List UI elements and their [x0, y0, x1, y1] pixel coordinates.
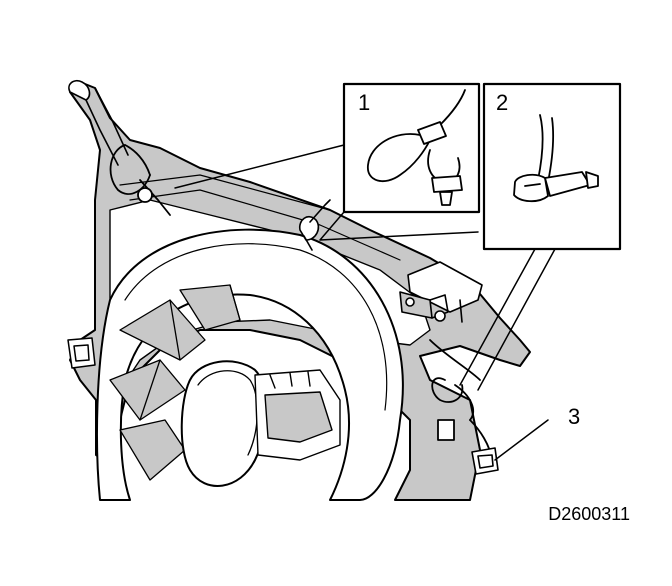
hanger-arm	[68, 79, 129, 166]
detail-box-1	[342, 82, 481, 214]
leader-box2-to-right-clip	[459, 248, 536, 386]
left-bracket	[67, 337, 96, 369]
fan-ring	[96, 228, 404, 501]
leader-box1-to-centre-clip	[319, 211, 479, 241]
detail-2-clip-drawing	[513, 114, 599, 203]
leader-box1-to-left-clip	[174, 144, 345, 189]
fan-hub	[180, 360, 268, 487]
cable-loop-left	[109, 144, 171, 216]
callout-1: 1	[358, 90, 371, 115]
callout-2: 2	[496, 90, 509, 115]
detail-box-2	[482, 82, 622, 251]
leader-box2-to-right-clip-b	[477, 248, 556, 391]
clip-3	[471, 447, 499, 475]
detail-1-clip-drawing	[367, 89, 466, 206]
leader-callout-3	[494, 419, 549, 461]
clip-top-centre	[298, 199, 331, 251]
motor-plate	[254, 369, 341, 461]
cable-loop-right	[429, 339, 493, 461]
leader-lines	[174, 144, 556, 461]
callout-3: 3	[568, 404, 581, 429]
connector-module	[399, 261, 483, 323]
drawing-code: D2600311	[548, 504, 630, 524]
